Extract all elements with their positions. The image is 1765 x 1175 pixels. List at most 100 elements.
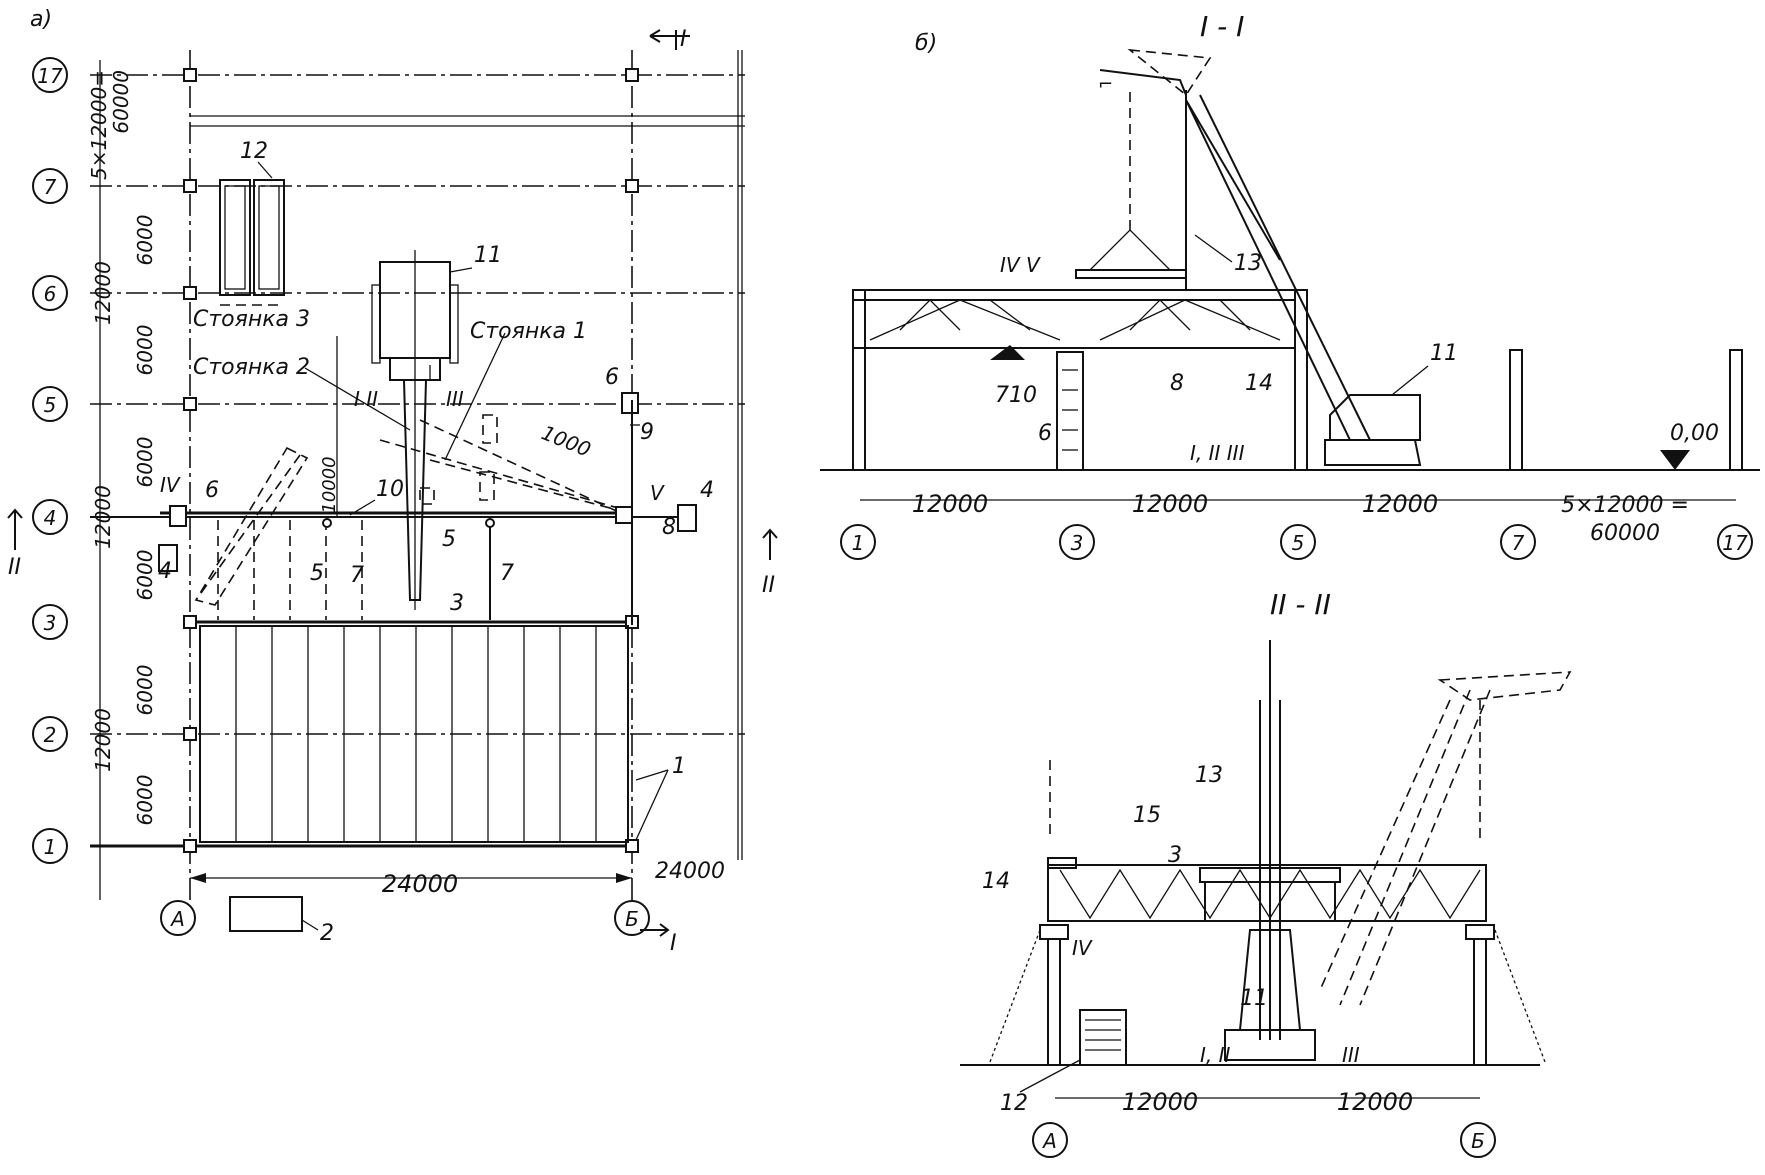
plan-roman-v: V xyxy=(650,481,665,505)
axis-a: А xyxy=(169,907,185,931)
traverse-ii xyxy=(1199,867,1341,883)
svg-text:1: 1 xyxy=(672,754,686,779)
s1-axis-3: 3 xyxy=(1071,531,1084,555)
section-ii-ii: II - II IV I, II xyxy=(960,588,1572,1158)
plan-roman-iv: IV xyxy=(160,473,181,497)
svg-text:15: 15 xyxy=(1133,803,1161,828)
crane-boom-i xyxy=(1185,94,1371,441)
section-i-arrow-bottom xyxy=(640,923,670,937)
axis-17: 17 xyxy=(37,64,63,88)
svg-text:9: 9 xyxy=(640,420,654,445)
svg-text:2: 2 xyxy=(320,921,334,946)
section-ii-right: II xyxy=(762,573,775,598)
plan-roman-iii: III xyxy=(446,387,464,411)
svg-text:60000: 60000 xyxy=(1590,521,1660,546)
dim-12000-a: 12000 xyxy=(91,261,115,325)
svg-text:11: 11 xyxy=(1430,341,1458,366)
truss-i xyxy=(853,289,1295,349)
svg-text:5: 5 xyxy=(442,527,456,552)
axis-4: 4 xyxy=(44,506,57,530)
s1-axis-7: 7 xyxy=(1512,531,1525,555)
section-i-i: б) I - I ⌐ 0,00 xyxy=(820,10,1760,560)
mark-710: 710 xyxy=(995,383,1037,408)
section-mark-i-top: I xyxy=(680,27,687,52)
dim-12000-c: 12000 xyxy=(91,708,115,772)
svg-text:4: 4 xyxy=(158,559,172,584)
slab-stack-ii xyxy=(1079,1009,1127,1066)
svg-text:13: 13 xyxy=(1195,763,1223,788)
s2-axis-a: А xyxy=(1041,1129,1057,1153)
axis-b-circle xyxy=(614,900,650,936)
support-6-right xyxy=(621,392,639,414)
truss-ii xyxy=(1047,864,1487,922)
plan-callouts: 12 11 6 6 9 10 4 4 5 7 5 7 8 3 1 2 xyxy=(158,139,714,946)
conductor-v xyxy=(615,506,633,524)
traverse-i xyxy=(1075,269,1187,279)
section-ii-arrow-left xyxy=(7,508,23,550)
crane-body-i xyxy=(1329,394,1421,441)
svg-text:7: 7 xyxy=(500,561,514,586)
side-dimension-texts: 5×12000= 60000 6000 12000 6000 6000 1200… xyxy=(87,70,157,825)
dim-6000-b: 6000 xyxy=(133,325,157,376)
plan-columns xyxy=(183,68,639,853)
axis-6: 6 xyxy=(44,282,57,306)
svg-text:3: 3 xyxy=(450,591,464,616)
section-i-i-title: I - I xyxy=(1200,10,1244,43)
block-2 xyxy=(229,896,303,932)
roof-slabs xyxy=(199,625,629,843)
dim-1000: 1000 xyxy=(538,420,594,461)
svg-text:5: 5 xyxy=(310,561,324,586)
view-a-label: а) xyxy=(30,7,52,32)
axis-5: 5 xyxy=(44,393,57,417)
dim-12000-b: 12000 xyxy=(91,485,115,549)
svg-text:12: 12 xyxy=(240,139,268,164)
stand-2: Стоянка 2 xyxy=(193,355,310,380)
svg-text:11: 11 xyxy=(1240,986,1268,1011)
block-4-right xyxy=(677,504,697,532)
svg-text:10: 10 xyxy=(376,477,404,502)
plan-row-axes: 17 7 6 5 4 3 2 1 xyxy=(32,57,68,864)
svg-text:12000: 12000 xyxy=(1122,1088,1198,1116)
svg-text:12000: 12000 xyxy=(912,490,988,518)
plan-roman-i-ii: I II xyxy=(354,387,378,411)
s2-roman-iii: III xyxy=(1342,1043,1360,1067)
dim-60000: 60000 xyxy=(109,70,133,134)
svg-text:12: 12 xyxy=(1000,1091,1028,1116)
svg-text:14: 14 xyxy=(1245,371,1273,396)
s2-axis-b: Б xyxy=(1471,1129,1485,1153)
svg-text:12000: 12000 xyxy=(1337,1088,1413,1116)
svg-text:6: 6 xyxy=(1038,421,1052,446)
dim-6000-d: 6000 xyxy=(133,550,157,601)
slab-stack-12 xyxy=(219,179,285,306)
crane-plan-view xyxy=(371,250,459,610)
svg-text:⌐: ⌐ xyxy=(1098,74,1113,95)
s2-roman-i-ii: I, II xyxy=(1200,1043,1231,1067)
dim-6000-f: 6000 xyxy=(133,775,157,826)
slabs-dashed xyxy=(217,520,363,620)
stand-3: Стоянка 3 xyxy=(193,307,310,332)
s1-axis-5: 5 xyxy=(1292,531,1305,555)
section-ii-left: II xyxy=(8,555,21,580)
svg-text:13: 13 xyxy=(1234,251,1262,276)
dim-6000-e: 6000 xyxy=(133,665,157,716)
crane-boom-plan xyxy=(402,379,428,601)
block-4-left xyxy=(158,544,178,572)
section-ii-ii-title: II - II xyxy=(1270,588,1331,621)
svg-text:5×12000 =: 5×12000 = xyxy=(1561,493,1689,518)
dim-5x12000: 5×12000= xyxy=(87,70,111,180)
plan-view: а) I xyxy=(7,7,778,956)
s1-roman-i-ii-iii: I, II III xyxy=(1190,441,1245,465)
dim-10000: 10000 xyxy=(319,456,340,513)
s1-axis-1: 1 xyxy=(852,531,865,555)
section-i-bottom: I xyxy=(670,931,677,956)
section-arrow-top xyxy=(649,29,690,50)
svg-text:8: 8 xyxy=(1170,371,1184,396)
svg-text:6: 6 xyxy=(205,478,219,503)
svg-text:8: 8 xyxy=(662,515,676,540)
axis-7: 7 xyxy=(44,175,57,199)
level-000: 0,00 xyxy=(1670,421,1719,446)
svg-text:3: 3 xyxy=(1168,843,1182,868)
boom-positions-dashed xyxy=(194,414,626,606)
svg-text:6: 6 xyxy=(605,365,619,390)
